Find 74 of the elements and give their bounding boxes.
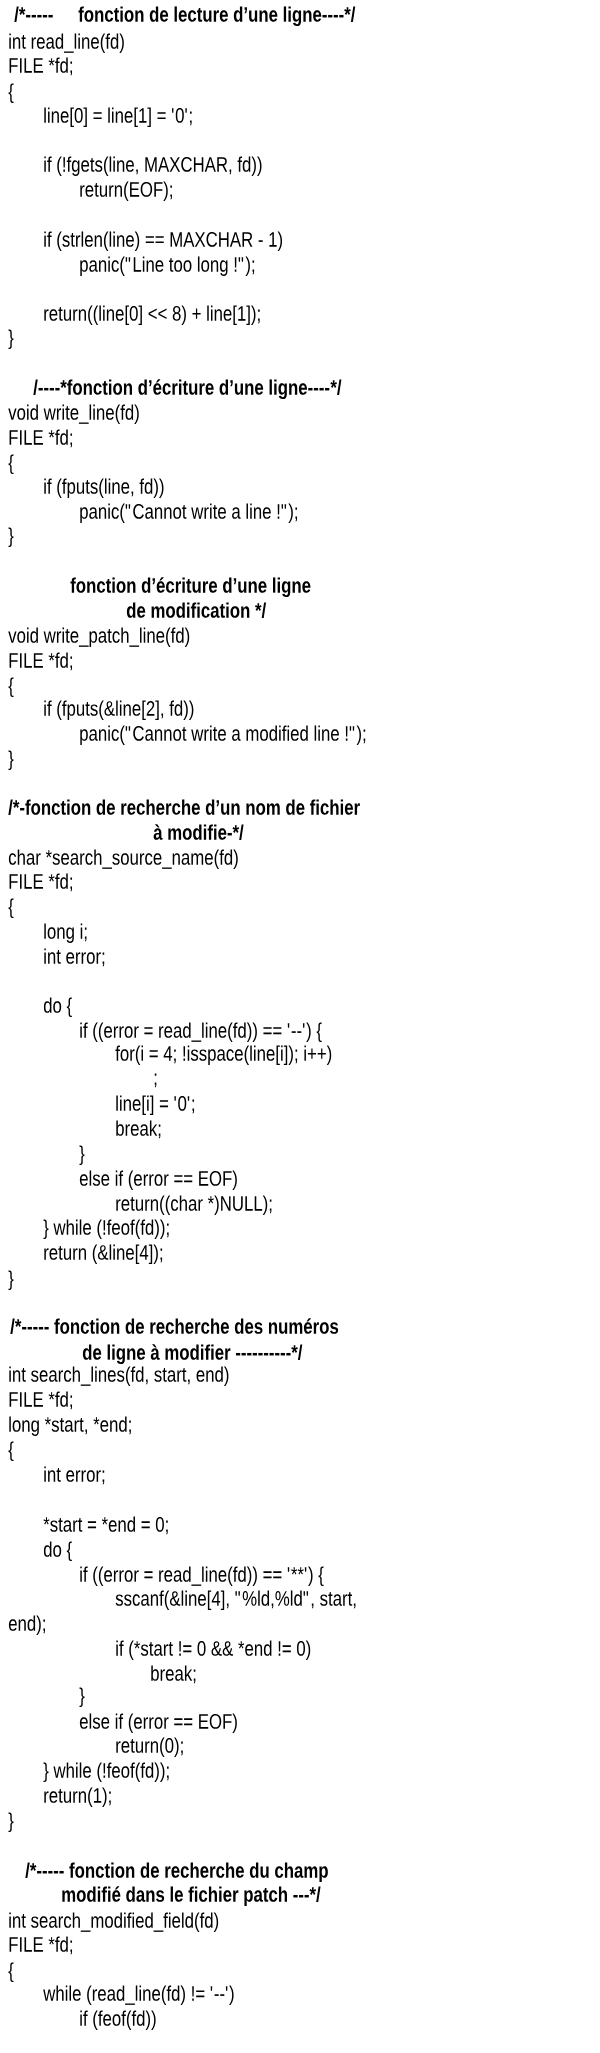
- code-line: for(i = 4; !isspace(line[i]); i++): [115, 1045, 332, 1065]
- code-line: if (!fgets(line, MAXCHAR, fd)): [44, 156, 262, 176]
- code-line: {: [8, 898, 14, 918]
- code-line: panic("Cannot write a line !");: [80, 503, 298, 523]
- code-line: if (*start != 0 && *end != 0): [116, 1640, 311, 1660]
- code-line: int error;: [44, 1466, 105, 1485]
- code-line: line[0] = line[1] = '0';: [44, 107, 192, 127]
- code-comment: /*-fonction de recherche d’un nom de fichier: [8, 799, 360, 816]
- code-comment: de modification */: [126, 602, 267, 619]
- code-comment: /*----- fonction de recherche du champ: [25, 1862, 328, 1882]
- code-line: } while (!feof(fd));: [43, 1219, 169, 1239]
- code-line: return(1);: [44, 1787, 111, 1807]
- code-line: FILE *fd;: [9, 429, 73, 448]
- code-line: char *search_source_name(fd): [8, 849, 238, 869]
- code-line: }: [8, 527, 14, 547]
- code-line: if ((error = read_line(fd)) == '**') {: [80, 1566, 324, 1586]
- code-line: line[i] = '0';: [116, 1095, 195, 1115]
- code-line: FILE *fd;: [9, 1391, 73, 1410]
- code-comment: /----*fonction d’écriture d’une ligne----: [33, 379, 330, 400]
- code-line: return(0);: [116, 1737, 183, 1757]
- code-line: void write_patch_line(fd): [8, 627, 190, 647]
- code-line: }: [8, 1812, 14, 1832]
- code-line: if (feof(fd)): [80, 2010, 156, 2030]
- code-line: panic("Cannot write a modified line !");: [80, 725, 366, 745]
- code-line: return(EOF);: [80, 181, 172, 201]
- code-line: sscanf(&line[4], "%ld,%ld", start,: [115, 1590, 356, 1610]
- code-comment: */: [330, 379, 342, 396]
- code-line: panic("Line too long !");: [80, 256, 255, 276]
- code-line: return (&line[4]);: [44, 1244, 163, 1264]
- code-line: do {: [43, 1541, 72, 1561]
- code-line: return((char *)NULL);: [116, 1195, 272, 1215]
- code-line: if ((error = read_line(fd)) == '--') {: [80, 1022, 322, 1042]
- code-comment: de ligne à modifier ----------*/: [82, 1344, 303, 1365]
- code-line: long i;: [44, 923, 87, 943]
- code-line: return((line[0] << 8) + line[1]);: [44, 305, 260, 325]
- code-line: break;: [116, 1120, 161, 1139]
- code-line: int search_modified_field(fd): [9, 1912, 219, 1932]
- code-line: {: [8, 677, 14, 697]
- code-comment: fonction d’écriture d’une ligne: [70, 577, 311, 598]
- code-line: void write_line(fd): [8, 404, 139, 424]
- code-line: end);: [8, 1615, 45, 1635]
- code-line: long *start, *end;: [9, 1416, 131, 1436]
- code-line: }: [8, 750, 14, 770]
- code-comment: /*----- fonction de recherche des numéros: [10, 1318, 339, 1335]
- code-line: else if (error == EOF): [79, 1170, 237, 1190]
- code-line: else if (error == EOF): [79, 1713, 237, 1733]
- code-comment: à modifie-*/: [153, 824, 244, 841]
- code-line: }: [79, 1687, 85, 1707]
- code-line: }: [79, 1145, 85, 1165]
- code-line: }: [8, 329, 14, 349]
- code-comment: modifié dans le fichier patch ---*/: [62, 1886, 321, 1906]
- code-comment: fonction de lecture d’une ligne----*/: [78, 6, 356, 27]
- code-line: do {: [43, 997, 72, 1017]
- code-line: int error;: [44, 948, 105, 967]
- code-line: int read_line(fd): [9, 33, 124, 53]
- code-line: } while (!feof(fd));: [43, 1762, 169, 1782]
- code-line: {: [8, 1441, 14, 1461]
- code-line: {: [8, 1962, 14, 1983]
- code-line: {: [8, 83, 14, 103]
- code-line: {: [8, 454, 14, 474]
- code-line: if (strlen(line) == MAXCHAR - 1): [44, 231, 283, 251]
- code-line: int search_lines(fd, start, end): [9, 1366, 229, 1386]
- code-line: break;: [151, 1665, 196, 1684]
- code-line: FILE *fd;: [9, 873, 73, 892]
- code-line: while (read_line(fd) != '--'): [43, 1985, 234, 2005]
- code-line: }: [8, 1270, 14, 1290]
- code-line: ;: [154, 1073, 157, 1088]
- code-line: if (fputs(line, fd)): [44, 478, 164, 498]
- code-comment: /*-----: [14, 6, 53, 23]
- code-line: FILE *fd;: [9, 1936, 73, 1955]
- code-line: FILE *fd;: [9, 57, 73, 76]
- code-line: *start = *end = 0;: [43, 1516, 168, 1535]
- code-line: FILE *fd;: [9, 652, 73, 671]
- code-line: if (fputs(&line[2], fd)): [44, 700, 194, 720]
